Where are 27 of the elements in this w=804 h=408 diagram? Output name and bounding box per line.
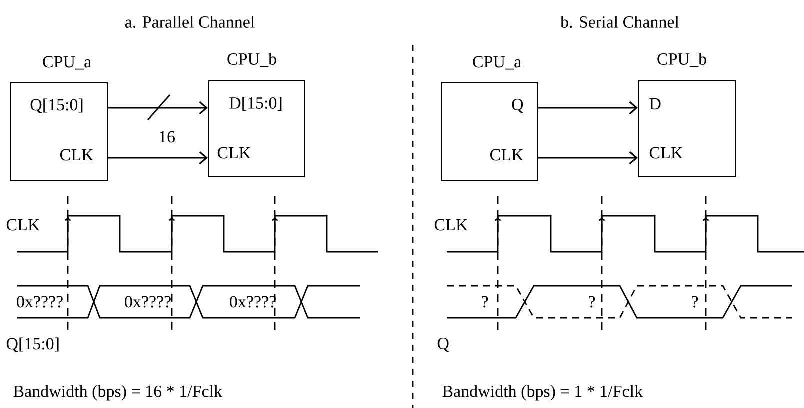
label-text: a. Parallel Channel xyxy=(125,16,255,28)
cpu-box: CPU_b D CLK xyxy=(638,53,736,178)
label-text: 0x???? xyxy=(17,296,63,308)
label-text: Bandwidth (bps) = 1 * 1/Fclk xyxy=(442,385,644,401)
node-label: CPU_b xyxy=(228,53,276,67)
label-text: Q xyxy=(438,338,450,352)
label-text: CLK xyxy=(434,219,468,231)
label-text: b. Serial Channel xyxy=(560,16,680,28)
cpu-box: CPU_a Q CLK xyxy=(441,56,538,182)
arrow xyxy=(538,151,638,165)
label-text: ? xyxy=(482,296,488,308)
cpu-box: CPU_a Q[15:0] CLK xyxy=(10,56,108,182)
node-label: CPU_b xyxy=(658,53,706,67)
node-label: CPU_a xyxy=(43,56,92,70)
label-text: Bandwidth (bps) = 16 * 1/Fclk xyxy=(14,385,223,401)
label-text: ? xyxy=(692,296,698,308)
label-text: CLK xyxy=(6,219,40,231)
edge-label: 16 xyxy=(160,131,175,143)
label-text: ? xyxy=(589,296,596,308)
node-label: CPU_a xyxy=(473,56,522,70)
arrow xyxy=(538,101,638,115)
arrow xyxy=(108,151,208,165)
label-text: 0x???? xyxy=(230,296,276,308)
arrow xyxy=(108,101,208,115)
label-text: Q[15:0] xyxy=(6,338,59,352)
cpu-box: CPU_b D[15:0] CLK xyxy=(208,53,306,178)
label-text: 0x???? xyxy=(125,296,171,308)
